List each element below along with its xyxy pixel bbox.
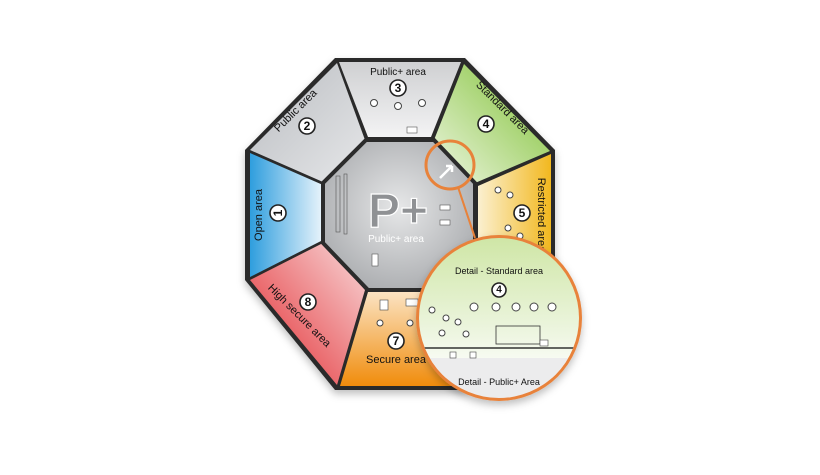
label-secure-area: Secure area [366,354,427,366]
center-logo: P+ [368,185,428,238]
badge-area-5-number: 5 [519,206,526,220]
badge-area-1: 1 [269,204,287,222]
center-label: Public+ area [368,234,424,245]
badge-area-4-number: 4 [483,117,490,131]
badge-area-2-number: 2 [304,119,311,133]
label-restricted-area: Restricted area [535,178,547,253]
detail-connector-line [457,186,476,239]
label-open-area: Open area [253,188,265,241]
detail-sensor-row-top [469,302,557,312]
secure-sensor-dots [376,298,419,327]
center-equipment-marks [335,126,451,267]
public-plus-sensor-dots [370,99,426,110]
sector-high-secure-area [250,243,365,385]
badge-area-5: 5 [513,204,531,222]
badge-area-8: 8 [299,293,317,311]
arrow-icon [439,164,454,179]
badge-area-1-number: 1 [271,209,285,216]
badge-area-8-number: 8 [305,295,312,309]
detail-badge-number: 4 [496,285,502,296]
badge-area-4: 4 [477,115,495,133]
detail-sensor-row-bottom [428,306,549,359]
badge-area-3-number: 3 [395,81,402,95]
detail-badge: 4 [491,282,507,298]
detail-title: Detail - Standard area [455,266,543,276]
detail-content [419,238,579,398]
badge-area-7-number: 7 [393,334,400,348]
sector-public-plus-area [339,62,461,137]
detail-footer: Detail - Public+ Area [458,377,540,387]
badge-area-7: 7 [387,332,405,350]
label-public-plus-area: Public+ area [370,67,426,78]
badge-area-3: 3 [389,79,407,97]
restricted-sensor-dots [494,186,524,240]
badge-area-2: 2 [298,117,316,135]
standard-area-highlight-ring [424,139,476,191]
